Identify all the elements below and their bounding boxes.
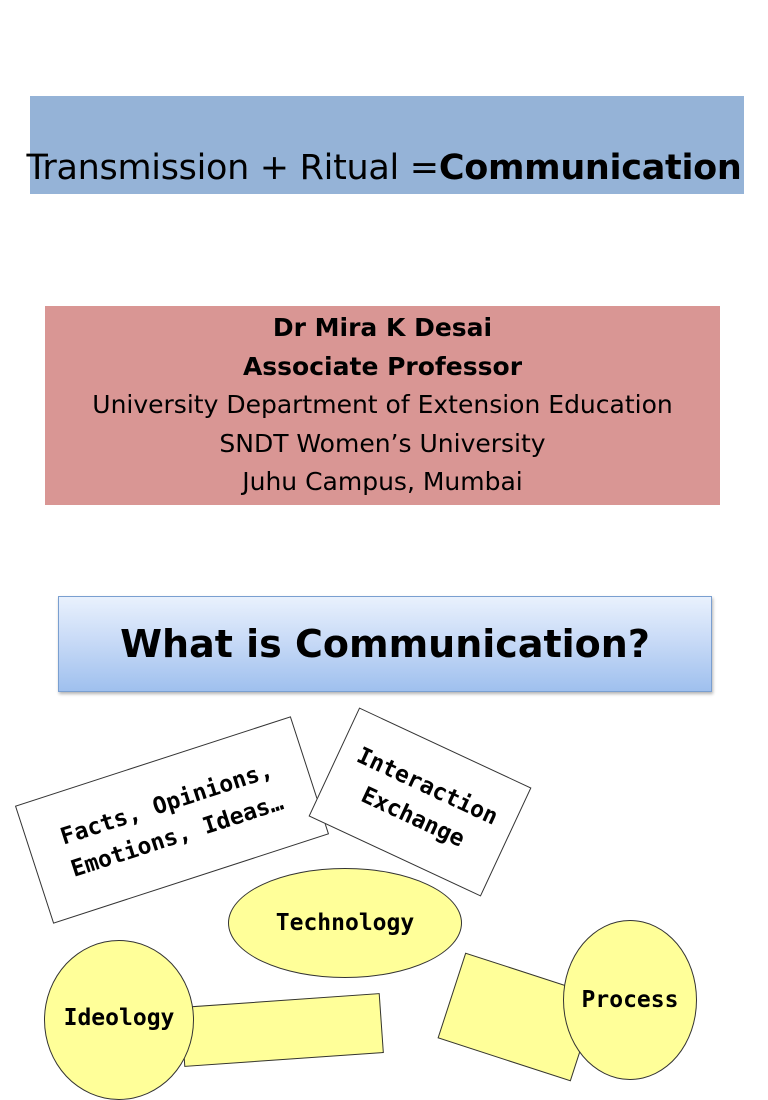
title-bold: Communication	[438, 148, 742, 188]
author-box: Dr Mira K Desai Associate Professor Univ…	[45, 306, 720, 505]
slide-title: Transmission + Ritual =Communication	[0, 148, 768, 188]
author-position: Associate Professor	[242, 351, 523, 381]
author-campus: Juhu Campus, Mumbai	[242, 467, 523, 497]
title-bar	[30, 96, 744, 194]
question-heading-box: What is Communication?	[58, 596, 712, 692]
author-university: SNDT Women’s University	[219, 428, 546, 458]
oval-ideology: Ideology	[44, 940, 194, 1100]
author-name: Dr Mira K Desai	[272, 313, 493, 343]
oval-process-label: Process	[581, 987, 679, 1013]
oval-technology: Technology	[228, 868, 462, 978]
title-prefix: Transmission + Ritual =	[26, 148, 439, 188]
oval-ideology-label: Ideology	[63, 1005, 175, 1031]
author-department: University Department of Extension Educa…	[92, 390, 673, 420]
question-heading: What is Communication?	[120, 622, 650, 666]
yellow-shape-left	[180, 993, 384, 1067]
oval-technology-label: Technology	[275, 910, 415, 936]
oval-process: Process	[563, 920, 697, 1080]
